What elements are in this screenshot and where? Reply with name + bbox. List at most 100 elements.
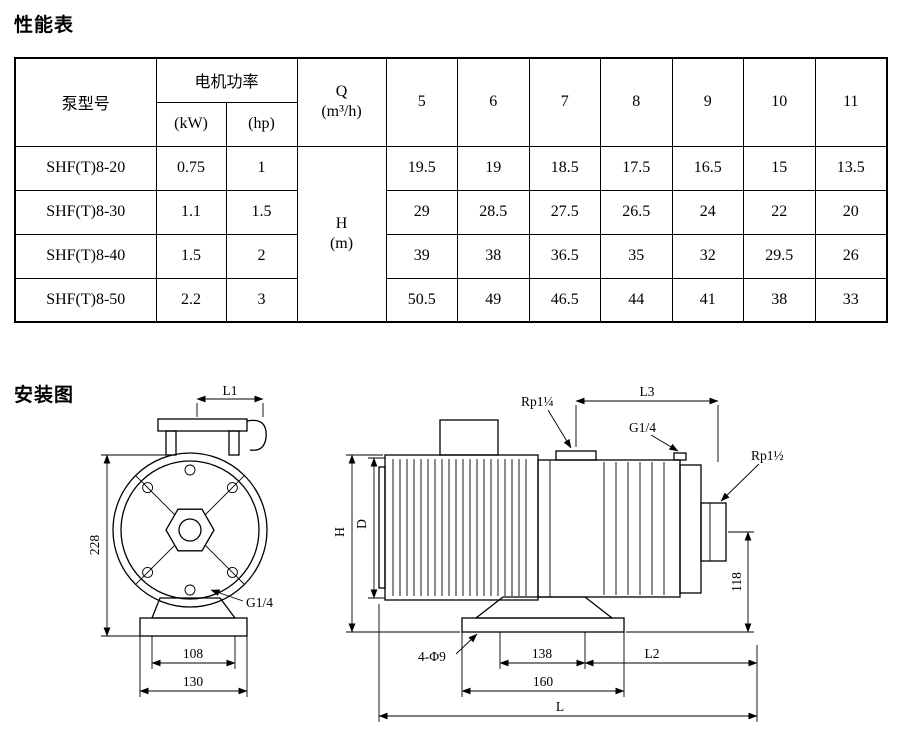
stage-lines — [603, 462, 665, 595]
cell-h-value: 28.5 — [457, 189, 530, 235]
front-base-skirt — [151, 597, 237, 619]
cell-hp: 3 — [225, 277, 298, 323]
motor-body — [384, 454, 539, 601]
front-bolt — [184, 464, 196, 476]
dim-label-l2: L2 — [645, 646, 660, 661]
port-label-rp1-half: Rp1½ — [751, 448, 784, 463]
cell-h-value: 49 — [457, 277, 530, 323]
header-flow-7: 7 — [528, 57, 602, 147]
cell-kw: 2.2 — [155, 277, 227, 323]
header-q-unit: (m³/h) — [321, 103, 362, 121]
cell-model: SHF(T)8-50 — [14, 277, 157, 323]
cell-h-value: 38 — [457, 233, 530, 279]
dim-label-d: D — [354, 519, 369, 529]
dim-label-138: 138 — [532, 646, 553, 661]
front-base-plate — [139, 617, 248, 637]
cell-h-value: 16.5 — [671, 145, 745, 191]
holes-label-4-phi9: 4-Φ9 — [418, 649, 446, 664]
header-flow-9: 9 — [671, 57, 745, 147]
cell-h-value: 29 — [385, 189, 459, 235]
header-kw: (kW) — [155, 101, 227, 147]
front-hex-nut — [165, 508, 215, 552]
header-q: Q (m³/h) — [296, 57, 387, 147]
dim-label-228: 228 — [87, 535, 102, 556]
cell-h-value: 33 — [814, 277, 888, 323]
vent-plug — [673, 452, 687, 461]
front-bolt — [142, 482, 154, 494]
suction-port — [555, 450, 597, 461]
front-view-dimensions: L1 228 G1/4 108 130 — [87, 383, 273, 697]
head-h-symbol: H — [335, 214, 348, 232]
cell-hp: 1 — [225, 145, 298, 191]
table-row: SHF(T)8-20 0.75 1 H (m) 19.5 19 18.5 17.… — [14, 145, 888, 323]
table-header-row-2: (kW) (hp) — [15, 101, 887, 147]
cell-h-value: 26.5 — [600, 189, 673, 235]
cell-kw: 1.1 — [155, 189, 227, 235]
cell-h-value: 44 — [600, 277, 673, 323]
header-flow-8: 8 — [600, 57, 673, 147]
cell-h-value: 32 — [671, 233, 745, 279]
cell-h-value: 50.5 — [385, 277, 459, 323]
dim-label-108: 108 — [183, 646, 204, 661]
installation-diagram: L1 228 G1/4 108 130 — [87, 383, 784, 722]
pump-barrel — [537, 459, 681, 598]
installation-section-title: 安装图 — [14, 384, 75, 406]
pump-front-view — [112, 418, 268, 637]
port-label-g14-side: G1/4 — [629, 420, 656, 435]
cell-h-value: 18.5 — [528, 145, 602, 191]
cell-h-value: 19.5 — [385, 145, 459, 191]
motor-end-cap — [378, 466, 386, 589]
header-flow-10: 10 — [743, 57, 816, 147]
front-right-post — [228, 430, 240, 456]
end-ring — [679, 464, 702, 594]
table-row: SHF(T)8-50 2.2 3 50.5 49 46.5 44 41 38 3… — [14, 277, 888, 323]
header-flow-6: 6 — [457, 57, 530, 147]
dim-label-h: H — [332, 527, 347, 537]
header-flow-5: 5 — [385, 57, 459, 147]
cell-h-value: 17.5 — [600, 145, 673, 191]
cell-h-value: 41 — [671, 277, 745, 323]
cell-h-value: 27.5 — [528, 189, 602, 235]
cell-h-value: 24 — [671, 189, 745, 235]
cell-model: SHF(T)8-40 — [14, 233, 157, 279]
front-bolt — [142, 566, 154, 578]
side-base-plate — [461, 617, 625, 633]
performance-section-title: 性能表 — [14, 14, 75, 36]
cell-h-value: 22 — [743, 189, 816, 235]
cell-hp: 2 — [225, 233, 298, 279]
side-view-dimensions: L3 Rp1¼ G1/4 Rp1½ H D 118 4-Φ9 138 — [332, 384, 784, 722]
front-bolt — [226, 482, 238, 494]
cell-h-value: 20 — [814, 189, 888, 235]
cell-h-value: 13.5 — [814, 145, 888, 191]
cell-h-value: 38 — [743, 277, 816, 323]
cell-kw: 0.75 — [155, 145, 227, 191]
pump-side-view — [378, 419, 727, 633]
cell-h-value: 46.5 — [528, 277, 602, 323]
cell-head-h: H (m) — [296, 145, 387, 323]
cell-h-value: 29.5 — [743, 233, 816, 279]
cell-h-value: 36.5 — [528, 233, 602, 279]
front-shaft-center — [178, 518, 202, 542]
header-flow-11: 11 — [814, 57, 888, 147]
port-label-g14-front: G1/4 — [246, 595, 273, 610]
table-row: SHF(T)8-40 1.5 2 39 38 36.5 35 32 29.5 2… — [14, 233, 888, 279]
cell-kw: 1.5 — [155, 233, 227, 279]
front-bolt — [226, 566, 238, 578]
front-left-post — [165, 430, 177, 456]
dim-label-l1: L1 — [223, 383, 238, 398]
dim-label-l3: L3 — [640, 384, 655, 399]
front-top-plate — [157, 418, 248, 432]
cell-h-value: 35 — [600, 233, 673, 279]
cell-h-value: 39 — [385, 233, 459, 279]
table-header-row-1: 泵型号 电机功率 Q (m³/h) 5 6 7 8 9 10 11 — [14, 57, 888, 147]
cell-hp: 1.5 — [225, 189, 298, 235]
dim-label-130: 130 — [183, 674, 204, 689]
front-casing-outer — [112, 452, 268, 608]
header-model: 泵型号 — [14, 57, 157, 147]
terminal-box — [439, 419, 499, 456]
front-hook — [246, 419, 267, 451]
dim-label-l: L — [556, 699, 564, 714]
discharge-port — [700, 502, 727, 562]
cell-model: SHF(T)8-30 — [14, 189, 157, 235]
dim-label-118: 118 — [729, 572, 744, 592]
